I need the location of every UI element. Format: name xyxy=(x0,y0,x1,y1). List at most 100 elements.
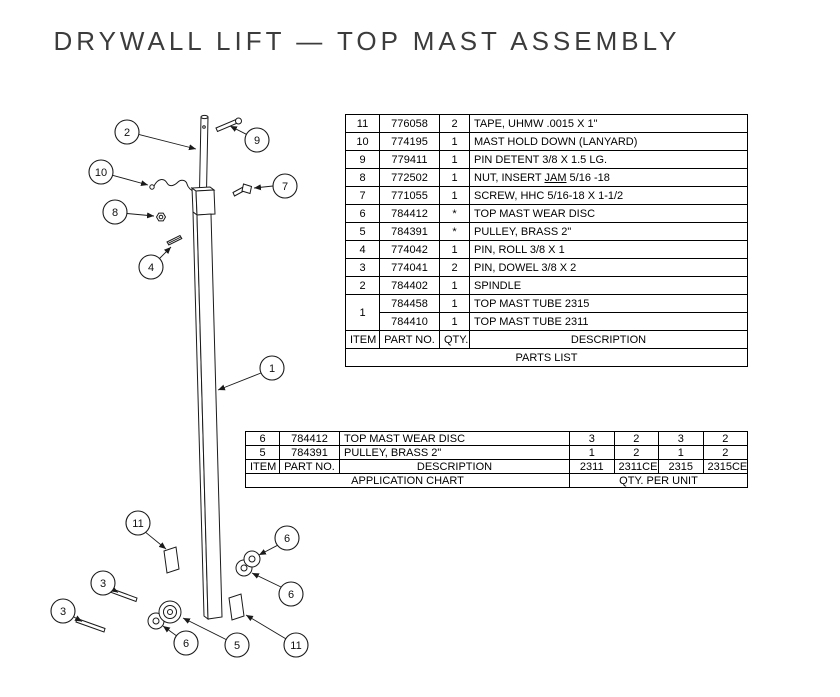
parts-row: 784410 1 TOP MAST TUBE 2311 xyxy=(346,312,748,331)
parts-row: 6 784412 * TOP MAST WEAR DISC xyxy=(345,204,748,223)
svg-text:3: 3 xyxy=(60,606,66,618)
qty-cell: 3 xyxy=(658,431,704,446)
part-no-cell: 774042 xyxy=(379,240,440,259)
balloon-1: 1 xyxy=(217,355,285,391)
qty-cell: * xyxy=(439,204,470,223)
item-cell: 4 xyxy=(345,240,380,259)
qty-cell: 1 xyxy=(439,276,470,295)
balloon-2: 2 xyxy=(114,119,197,151)
svg-text:6: 6 xyxy=(288,589,294,601)
description-cell: TOP MAST WEAR DISC xyxy=(469,204,748,223)
description-cell: MAST HOLD DOWN (LANYARD) xyxy=(469,132,748,151)
svg-text:7: 7 xyxy=(282,181,288,193)
description-text: 5/16 -18 xyxy=(566,171,610,184)
qty-cell: 2 xyxy=(613,431,659,446)
qty-cell: 3 xyxy=(569,431,615,446)
part-no-cell: 779411 xyxy=(379,150,440,169)
svg-text:3: 3 xyxy=(100,578,106,590)
qty-cell: 1 xyxy=(439,150,470,169)
svg-text:5: 5 xyxy=(234,640,240,652)
svg-text:6: 6 xyxy=(284,533,290,545)
balloon-9: 9 xyxy=(229,125,270,153)
description-cell: TOP MAST TUBE 2315 xyxy=(469,294,748,313)
part-no-cell: 784458 xyxy=(379,294,440,313)
balloon-8: 8 xyxy=(102,199,155,225)
item-cell: 5 xyxy=(345,222,380,241)
part-no-cell: 776058 xyxy=(379,114,440,133)
parts-row: 8 772502 1 NUT, INSERT JAM 5/16 -18 xyxy=(345,168,748,187)
item-header: ITEM xyxy=(345,330,380,349)
description-cell: SCREW, HHC 5/16-18 X 1-1/2 xyxy=(469,186,748,205)
parts-row: 5 784391 * PULLEY, BRASS 2" xyxy=(345,222,748,241)
app-chart-caption-row: APPLICATION CHART QTY. PER UNIT xyxy=(245,473,748,488)
parts-row: 7 771055 1 SCREW, HHC 5/16-18 X 1-1/2 xyxy=(345,186,748,205)
wear-disc-upper-part xyxy=(235,550,261,577)
qty-cell: 2 xyxy=(439,258,470,277)
item-cell: 7 xyxy=(345,186,380,205)
parts-row: 1 784458 1 TOP MAST TUBE 2315 xyxy=(345,294,748,331)
tape-lower-part xyxy=(228,593,245,621)
app-chart-header-row: ITEM PART NO. DESCRIPTION 2311 2311CE 23… xyxy=(245,459,748,474)
item-cell: 2 xyxy=(345,276,380,295)
item-cell: 8 xyxy=(345,168,380,187)
item-cell: 10 xyxy=(345,132,380,151)
qty-header: QTY. xyxy=(439,330,470,349)
description-header: DESCRIPTION xyxy=(339,459,570,474)
item-cell: 1 xyxy=(345,294,380,331)
parts-list-caption: PARTS LIST xyxy=(345,348,748,367)
qty-cell: 2 xyxy=(702,445,748,460)
model-header: 2311CE xyxy=(613,459,659,474)
balloon-10: 10 xyxy=(88,159,149,187)
part-no-cell: 774041 xyxy=(379,258,440,277)
balloon-11-upper: 11 xyxy=(125,510,167,550)
parts-row: 4 774042 1 PIN, ROLL 3/8 X 1 xyxy=(345,240,748,259)
nut-part xyxy=(155,212,167,222)
model-header: 2311 xyxy=(569,459,615,474)
roll-pin-part xyxy=(166,234,183,246)
svg-text:9: 9 xyxy=(254,135,260,147)
description-cell: TOP MAST WEAR DISC xyxy=(339,431,570,446)
part-no-cell: 784402 xyxy=(379,276,440,295)
item-cell: 9 xyxy=(345,150,380,169)
app-chart-row: 5 784391 PULLEY, BRASS 2" 1 2 1 2 xyxy=(245,445,748,460)
description-cell: NUT, INSERT JAM 5/16 -18 xyxy=(469,168,748,187)
description-header: DESCRIPTION xyxy=(469,330,748,349)
qty-per-unit-caption: QTY. PER UNIT xyxy=(569,473,748,488)
part-no-cell: 772502 xyxy=(379,168,440,187)
description-text-underlined: JAM xyxy=(544,171,567,184)
part-no-cell: 784391 xyxy=(379,222,440,241)
part-no-cell: 774195 xyxy=(379,132,440,151)
svg-text:11: 11 xyxy=(290,640,301,652)
qty-cell: 1 xyxy=(439,168,470,187)
tape-upper-part xyxy=(163,546,180,574)
item-cell: 3 xyxy=(345,258,380,277)
description-cell: PULLEY, BRASS 2" xyxy=(469,222,748,241)
qty-cell: 1 xyxy=(439,186,470,205)
balloon-6-mid: 6 xyxy=(251,572,304,607)
description-cell: PULLEY, BRASS 2" xyxy=(339,445,570,460)
part-no-cell: 784412 xyxy=(279,431,340,446)
parts-caption-row: PARTS LIST xyxy=(345,348,748,367)
part-no-cell: 784391 xyxy=(279,445,340,460)
item-cell: 5 xyxy=(245,445,280,460)
description-cell: PIN, DOWEL 3/8 X 2 xyxy=(469,258,748,277)
model-header: 2315 xyxy=(658,459,704,474)
qty-cell: 1 xyxy=(658,445,704,460)
mast-tube-part xyxy=(190,186,223,621)
description-text: NUT, INSERT xyxy=(474,171,545,184)
svg-text:2: 2 xyxy=(124,127,130,139)
svg-text:10: 10 xyxy=(95,167,107,179)
part-no-header: PART NO. xyxy=(279,459,340,474)
description-cell: TOP MAST TUBE 2311 xyxy=(469,312,748,331)
drawing-title: DRYWALL LIFT — TOP MAST ASSEMBLY xyxy=(53,26,681,56)
application-chart-caption: APPLICATION CHART xyxy=(245,473,570,488)
item-cell: 6 xyxy=(345,204,380,223)
part-no-cell: 784410 xyxy=(379,312,440,331)
spindle-part xyxy=(198,114,209,192)
balloon-3-lower: 3 xyxy=(50,598,83,624)
parts-list-table: 11 776058 2 TAPE, UHMW .0015 X 1" 10 774… xyxy=(345,114,748,367)
part-no-cell: 784412 xyxy=(379,204,440,223)
part-no-header: PART NO. xyxy=(379,330,440,349)
